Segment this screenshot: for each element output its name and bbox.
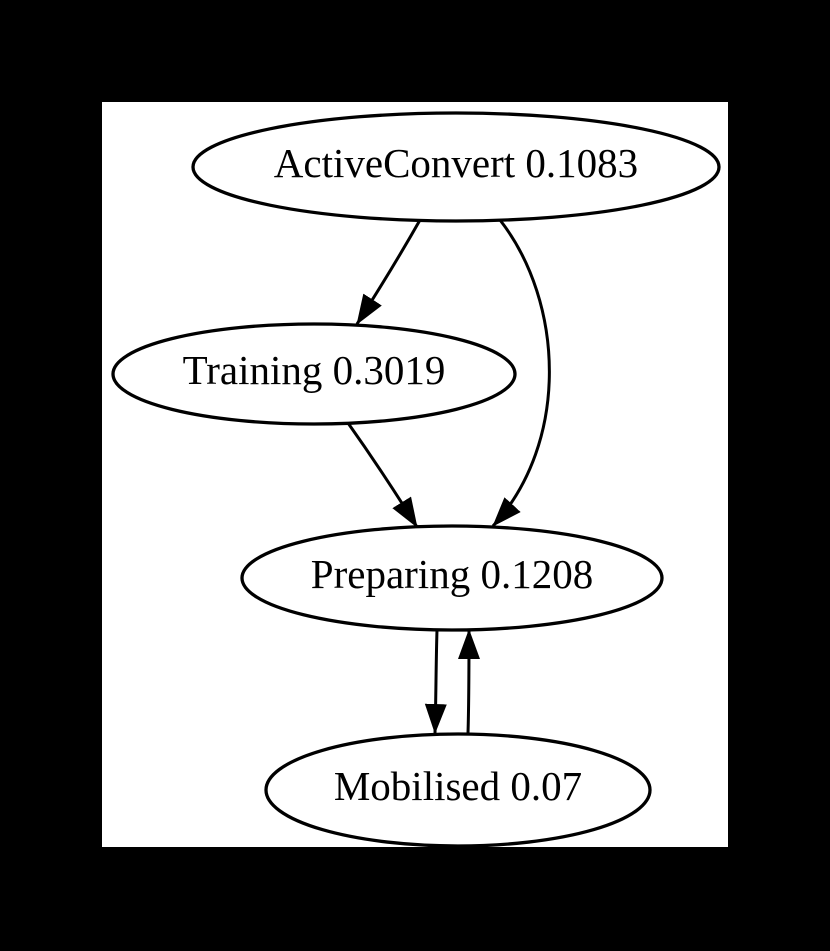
node-ellipse-activeconvert bbox=[191, 111, 721, 223]
node-label-mobilised: Mobilised 0.07 bbox=[334, 763, 582, 809]
node-ellipse-mobilised bbox=[264, 732, 652, 847]
node-ellipse-preparing bbox=[240, 524, 664, 632]
node-label-preparing: Preparing 0.1208 bbox=[311, 551, 593, 597]
node-activeconvert: ActiveConvert 0.1083 bbox=[191, 111, 721, 223]
node-ellipse-training bbox=[111, 322, 517, 426]
node-label-activeconvert: ActiveConvert 0.1083 bbox=[274, 140, 638, 186]
node-label-training: Training 0.3019 bbox=[183, 347, 446, 393]
edge-training-to-preparing bbox=[346, 422, 419, 528]
node-preparing: Preparing 0.1208 bbox=[240, 524, 664, 632]
edge-activeconvert-to-training bbox=[355, 219, 422, 325]
edge-activeconvert-to-preparing bbox=[491, 219, 551, 528]
node-training: Training 0.3019 bbox=[111, 322, 517, 426]
edge-mobilised-to-preparing bbox=[457, 629, 480, 734]
node-mobilised: Mobilised 0.07 bbox=[264, 732, 652, 847]
edges-layer bbox=[346, 219, 551, 734]
edge-preparing-to-mobilised bbox=[424, 629, 447, 734]
